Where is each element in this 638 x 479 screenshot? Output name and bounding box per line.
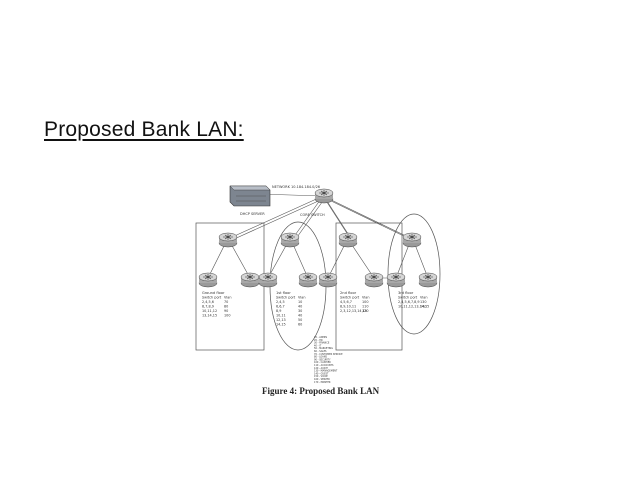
vlan-table-header: Vlan xyxy=(298,296,306,300)
vlan-table-title: 1st floor xyxy=(276,291,291,295)
vlan-table-header: Vlan xyxy=(420,296,428,300)
vlan-table-cell: 30 xyxy=(298,309,302,313)
network-figure: NETWORK 10.184.184.0/26 DHCP SERVER CORE… xyxy=(188,176,458,406)
vlan-legend-item: 150 - VOICE xyxy=(314,375,328,378)
vlan-table-cell: 110 xyxy=(362,305,368,309)
slide-title: Proposed Bank LAN: xyxy=(44,118,244,141)
vlan-table-header: Vlan xyxy=(224,296,232,300)
vlan-table-cell: 10 xyxy=(298,300,302,304)
ground-access-switch-b-icon xyxy=(240,272,260,288)
core-switch-icon xyxy=(314,188,334,204)
vlan-table-cell: 130 xyxy=(420,300,426,304)
core-switch-label: CORE SWITCH xyxy=(300,213,325,217)
vlan-table-cell: 70 xyxy=(224,300,228,304)
vlan-table-cell: 8,7,8,9 xyxy=(202,305,214,309)
vlan-legend-item: 20 - HR xyxy=(314,339,323,342)
vlan-legend-item: 170 - PRINTER xyxy=(314,381,331,384)
ground-access-switch-a-icon xyxy=(198,272,218,288)
second-access-switch-b-icon xyxy=(364,272,384,288)
vlan-legend-item: 50 - MARKETING xyxy=(314,347,333,350)
vlan-table-header: Vlan xyxy=(362,296,370,300)
vlan-table-cell: 120 xyxy=(362,309,368,313)
vlan-legend-item: 80 - LOANS xyxy=(314,356,327,359)
third-distribution-switch-icon xyxy=(402,232,422,248)
vlan-table-header: Switch port xyxy=(340,296,360,300)
second-floor-box xyxy=(335,222,403,351)
vlan-table-title: 2nd floor xyxy=(340,291,357,295)
vlan-legend-item: 140 - GUEST xyxy=(314,372,329,375)
dhcp-server-icon xyxy=(229,185,271,207)
vlan-table-header: Switch port xyxy=(398,296,418,300)
vlan-legend-item: 100 - CASHIER xyxy=(314,361,331,364)
figure-caption: Figure 4: Proposed Bank LAN xyxy=(262,386,380,396)
vlan-table-cell: 10,11,12,13,14,15 xyxy=(398,305,429,309)
vlan-table-cell: 2,3,12,13,14,15 xyxy=(340,309,367,313)
ground-distribution-switch-icon xyxy=(218,232,238,248)
vlan-table-cell: 8,9 xyxy=(276,309,281,313)
network-label: NETWORK 10.184.184.0/26 xyxy=(272,185,320,189)
third-floor-oval xyxy=(387,213,441,335)
vlan-table-title: Ground floor xyxy=(202,291,225,295)
vlan-legend-item: 110 - ACCOUNTS xyxy=(314,364,334,367)
vlan-table-cell: 80 xyxy=(224,305,228,309)
vlan-table-cell: 13,14,15 xyxy=(202,314,217,318)
vlan-table-cell: 40 xyxy=(298,305,302,309)
vlan-table-cell: 2,4,5,6 xyxy=(202,300,214,304)
vlan-table-cell: 40 xyxy=(298,314,302,318)
vlan-table-cell: 14,15 xyxy=(276,323,286,327)
vlan-table-cell: 12,13 xyxy=(276,318,286,322)
second-distribution-switch-icon xyxy=(338,232,358,248)
vlan-legend-item: 160 - SERVER xyxy=(314,378,330,381)
vlan-table-title: 3rd floor xyxy=(398,291,414,295)
vlan-table-cell: 140 xyxy=(420,305,426,309)
vlan-table-cell: 10,11,12 xyxy=(202,309,217,313)
first-access-switch-b-icon xyxy=(298,272,318,288)
vlan-table-cell: 2,4,5,6,7,8,9 xyxy=(398,300,420,304)
third-access-switch-a-icon xyxy=(386,272,406,288)
vlan-legend-item: 40 - IT xyxy=(314,344,322,347)
vlan-table-cell: 4,5,6,7 xyxy=(340,300,352,304)
dhcp-server-label: DHCP SERVER xyxy=(240,212,265,216)
third-access-switch-b-icon xyxy=(418,272,438,288)
vlan-table-cell: 90 xyxy=(224,309,228,313)
vlan-table-header: Switch port xyxy=(202,296,222,300)
vlan-legend-item: 120 - AUDIT xyxy=(314,367,328,370)
vlan-table-header: Switch port xyxy=(276,296,296,300)
vlan-table-cell: 10,11 xyxy=(276,314,286,318)
network-links xyxy=(207,193,429,279)
first-distribution-switch-icon xyxy=(280,232,300,248)
vlan-table-cell: 2,4,5 xyxy=(276,300,285,304)
vlan-legend-item: 30 - FINANCE xyxy=(314,342,330,345)
vlan-legend-item: 70 - CUSTOMER SERVICE xyxy=(314,353,343,356)
second-access-switch-a-icon xyxy=(318,272,338,288)
vlan-legend-item: 90 - SECURITY xyxy=(314,358,331,361)
vlan-table-cell: 50 xyxy=(298,318,302,322)
vlan-table-cell: 60 xyxy=(298,323,302,327)
vlan-legend-item: 60 - SALES xyxy=(314,350,327,353)
vlan-legend-item: 10 - ADMIN xyxy=(314,336,327,339)
vlan-table-cell: 100 xyxy=(362,300,368,304)
network-diagram: NETWORK 10.184.184.0/26 DHCP SERVER CORE… xyxy=(195,185,441,384)
vlan-table-cell: 100 xyxy=(224,314,230,318)
vlan-table-cell: 8,9,10,11 xyxy=(340,305,356,309)
vlan-legend-item: 130 - MANAGEMENT xyxy=(314,370,338,373)
vlan-table-cell: 6,6,7 xyxy=(276,305,285,309)
first-access-switch-a-icon xyxy=(258,272,278,288)
